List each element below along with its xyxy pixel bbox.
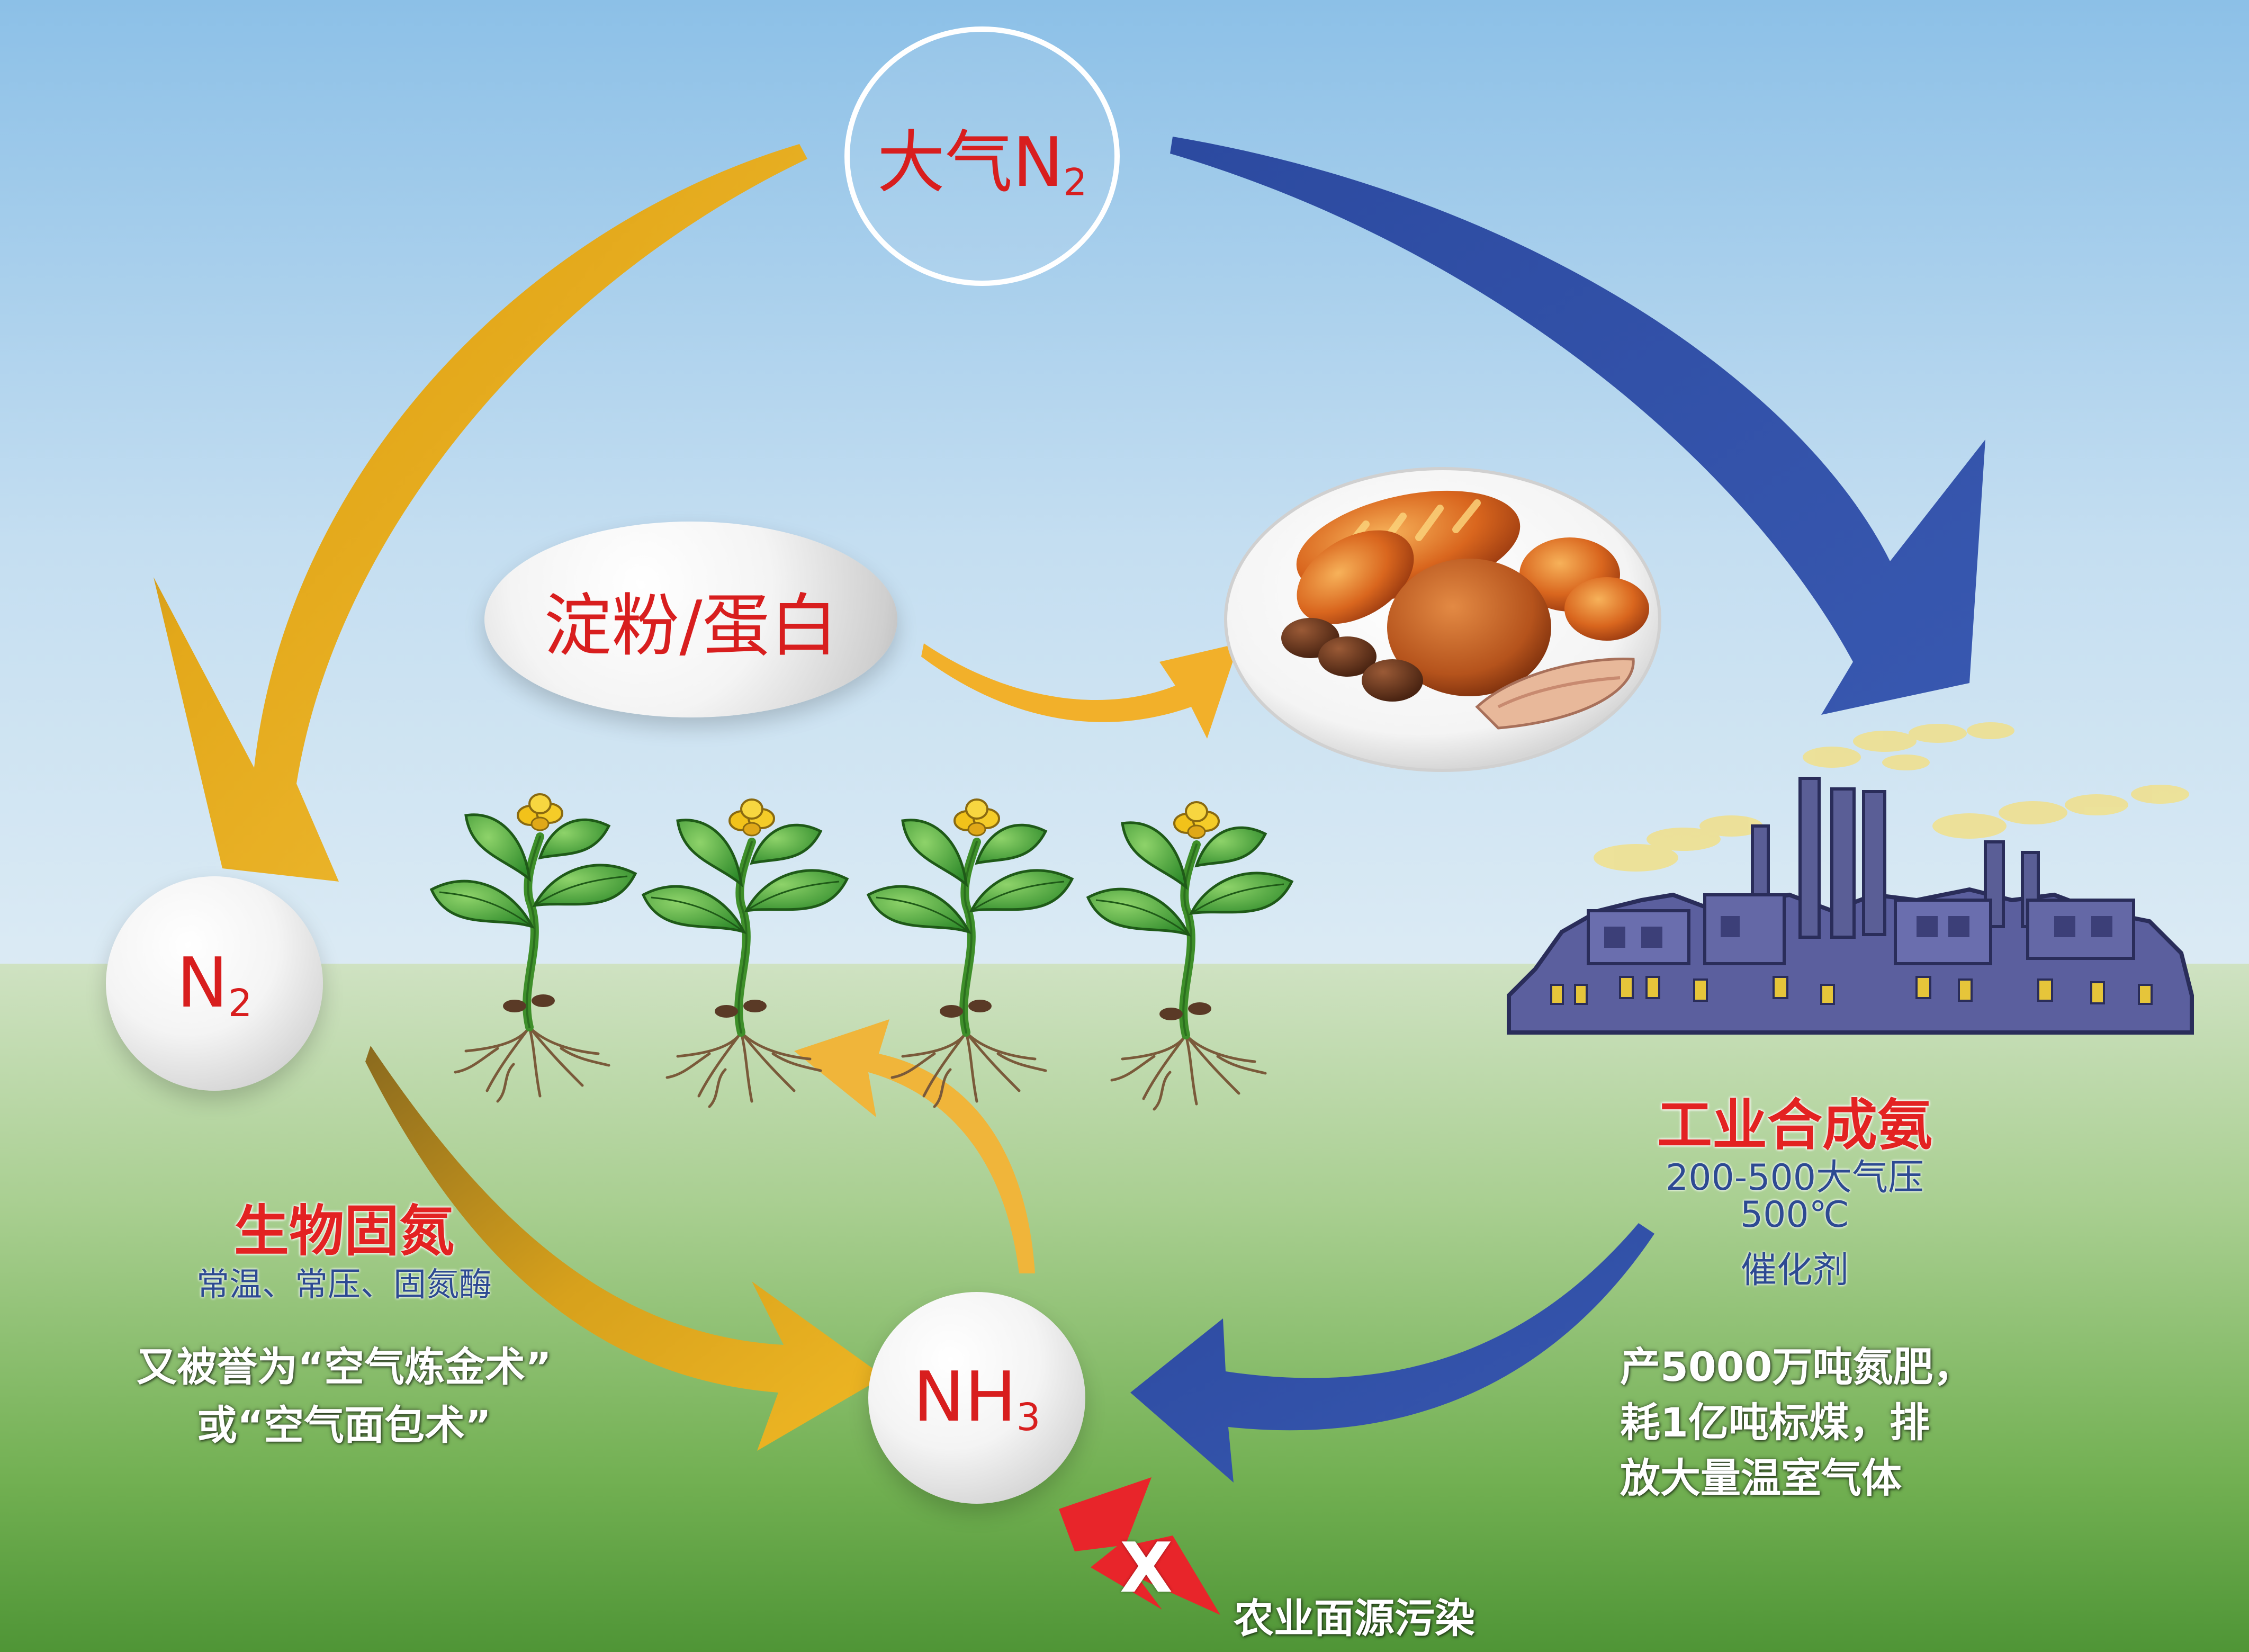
bio-fixation-conditions: 常温、常压、固氮酶	[196, 1265, 492, 1304]
arrow-starch-to-food	[921, 643, 1239, 739]
n2-label: N2	[177, 942, 253, 1025]
factory-icon	[1507, 722, 2194, 1035]
nh3-label: NH3	[913, 1357, 1041, 1439]
industrial-note-line2: 耗1亿吨标煤，排	[1620, 1399, 1930, 1446]
atmosphere-n2-node: 大气N2	[844, 26, 1120, 286]
n2-node: N2	[106, 876, 323, 1091]
arrow-atmosphere-to-n2	[154, 144, 807, 882]
bio-fixation-note-line2: 或“空气面包术”	[197, 1402, 491, 1449]
bio-fixation-title: 生物固氮	[233, 1199, 454, 1263]
arrow-nh3-to-plants	[794, 1019, 1035, 1273]
industrial-title: 工业合成氨	[1657, 1093, 1932, 1157]
pollution-x-mark: X	[1119, 1528, 1173, 1608]
arrow-atmosphere-to-factory	[1170, 137, 1985, 715]
nh3-subscript: 3	[1016, 1395, 1041, 1439]
nh3-node: NH3	[868, 1292, 1085, 1504]
food-plate-icon	[1224, 467, 1661, 772]
bio-fixation-note-line1: 又被誉为“空气炼金术”	[137, 1343, 552, 1390]
pollution-label: 农业面源污染	[1234, 1595, 1475, 1642]
atmosphere-subscript: 2	[1063, 160, 1087, 204]
atmosphere-n2-label: 大气N2	[877, 107, 1087, 205]
nh3-text: NH	[913, 1357, 1016, 1438]
n2-text: N	[176, 942, 228, 1023]
atmosphere-text: 大气N	[877, 123, 1064, 202]
lightning-icon	[1059, 1477, 1220, 1615]
arrow-n2-to-nh3	[365, 1046, 884, 1451]
sky-background	[0, 0, 2249, 985]
starch-protein-label: 淀粉/蛋白	[544, 586, 838, 666]
industrial-note-line1: 产5000万吨氮肥，	[1620, 1343, 1974, 1390]
industrial-pressure: 200-500大气压	[1665, 1157, 1924, 1199]
industrial-note-line3: 放大量温室气体	[1620, 1455, 1902, 1502]
n2-subscript: 2	[228, 981, 253, 1025]
arrow-factory-to-nh3	[1130, 1223, 1654, 1483]
starch-protein-node: 淀粉/蛋白	[484, 522, 897, 717]
industrial-catalyst: 催化剂	[1740, 1250, 1849, 1291]
industrial-temperature: 500℃	[1740, 1194, 1850, 1236]
